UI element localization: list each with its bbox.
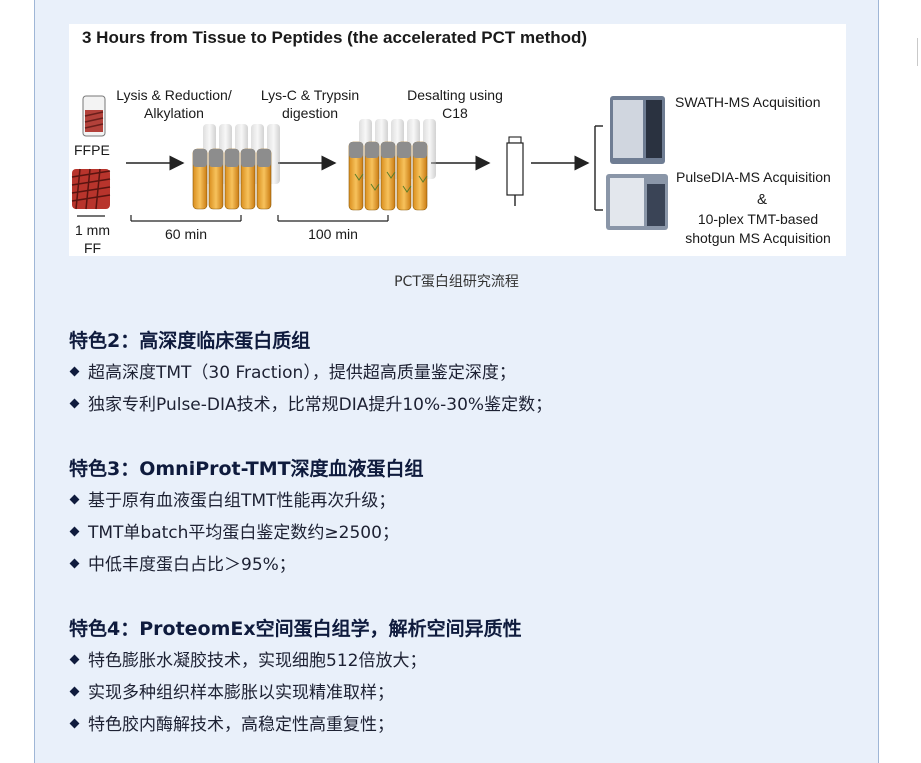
label-swath: SWATH-MS Acquisition [675, 94, 820, 110]
list-item: 特色胶内酶解技术，高稳定性高重复性； [69, 709, 859, 741]
bullet-diamond-icon [69, 654, 80, 665]
list-item: 独家专利Pulse-DIA技术，比常规DIA提升10%-30%鉴定数； [69, 389, 859, 421]
bullet-diamond-icon [69, 526, 80, 537]
list-item-text: 基于原有血液蛋白组TMT性能再次升级； [88, 491, 396, 511]
step-digestion-line1: Lys-C & Trypsin [261, 87, 359, 103]
label-100min: 100 min [308, 226, 358, 242]
ms-split-bracket [594, 125, 603, 211]
list-item: 实现多种组织样本膨胀以实现精准取样； [69, 677, 859, 709]
ff-tissue-icon [71, 168, 111, 210]
section-title: 特色2：高深度临床蛋白质组 [69, 330, 311, 352]
step-lysis-line1: Lysis & Reduction/ [116, 87, 232, 103]
section-title: 特色4：ProteomEx空间蛋白组学，解析空间异质性 [69, 618, 522, 640]
label-ff: FF [84, 240, 101, 256]
bracket-60min [130, 215, 242, 222]
pct-workflow-figure: 3 Hours from Tissue to Peptides (the acc… [69, 24, 846, 256]
feature-section-2: 特色2：高深度临床蛋白质组 超高深度TMT（30 Fraction），提供超高质… [69, 325, 859, 421]
workflow-diagram: 3 Hours from Tissue to Peptides (the acc… [71, 28, 831, 256]
figure-title: 3 Hours from Tissue to Peptides (the acc… [82, 28, 587, 47]
step-digestion-line2: digestion [282, 105, 338, 121]
step-desalting-line2: C18 [442, 105, 468, 121]
list-item-text: 独家专利Pulse-DIA技术，比常规DIA提升10%-30%鉴定数； [88, 395, 553, 415]
label-scale: 1 mm [75, 222, 110, 238]
list-item-text: 特色胶内酶解技术，高稳定性高重复性； [88, 715, 394, 735]
label-60min: 60 min [165, 226, 207, 242]
ffpe-sample-icon [82, 95, 106, 137]
bullet-diamond-icon [69, 398, 80, 409]
swath-ms-instrument-icon [610, 96, 665, 164]
bullet-diamond-icon [69, 366, 80, 377]
feature-section-4: 特色4：ProteomEx空间蛋白组学，解析空间异质性 特色膨胀水凝胶技术，实现… [69, 613, 859, 741]
feature-section-3: 特色3：OmniProt-TMT深度血液蛋白组 基于原有血液蛋白组TMT性能再次… [69, 453, 859, 581]
scrollbar-edge [917, 38, 918, 66]
bullet-diamond-icon [69, 494, 80, 505]
bullet-diamond-icon [69, 686, 80, 697]
tube-cluster-digestion [348, 119, 436, 211]
list-item: 中低丰度蛋白占比＞95%； [69, 549, 859, 581]
label-tmt-line1: 10-plex TMT-based [698, 211, 818, 227]
step-lysis-line2: Alkylation [144, 105, 204, 121]
list-item: 特色膨胀水凝胶技术，实现细胞512倍放大； [69, 645, 859, 677]
label-and: & [757, 191, 767, 208]
tmt-ms-instrument-icon [606, 174, 668, 230]
bullet-diamond-icon [69, 558, 80, 569]
bracket-100min [277, 215, 389, 222]
label-pulsedia: PulseDIA-MS Acquisition [676, 169, 831, 185]
list-item-text: 实现多种组织样本膨胀以实现精准取样； [88, 683, 394, 703]
figure-caption: PCT蛋白组研究流程 [394, 274, 519, 290]
tube-cluster-lysis [192, 124, 280, 210]
section-title: 特色3：OmniProt-TMT深度血液蛋白组 [69, 458, 424, 480]
list-item-text: 特色膨胀水凝胶技术，实现细胞512倍放大； [88, 651, 427, 671]
list-item: 基于原有血液蛋白组TMT性能再次升级； [69, 485, 859, 517]
list-item-text: 超高深度TMT（30 Fraction），提供超高质量鉴定深度； [88, 363, 516, 383]
step-desalting-line1: Desalting using [407, 87, 503, 103]
c18-column-icon [506, 136, 524, 206]
list-item: 超高深度TMT（30 Fraction），提供超高质量鉴定深度； [69, 357, 859, 389]
list-item-text: 中低丰度蛋白占比＞95%； [88, 555, 296, 575]
list-item: TMT单batch平均蛋白鉴定数约≥2500； [69, 517, 859, 549]
bullet-diamond-icon [69, 718, 80, 729]
list-item-text: TMT单batch平均蛋白鉴定数约≥2500； [88, 523, 399, 543]
label-tmt-line2: shotgun MS Acquisition [685, 230, 831, 246]
label-ffpe: FFPE [74, 142, 110, 158]
